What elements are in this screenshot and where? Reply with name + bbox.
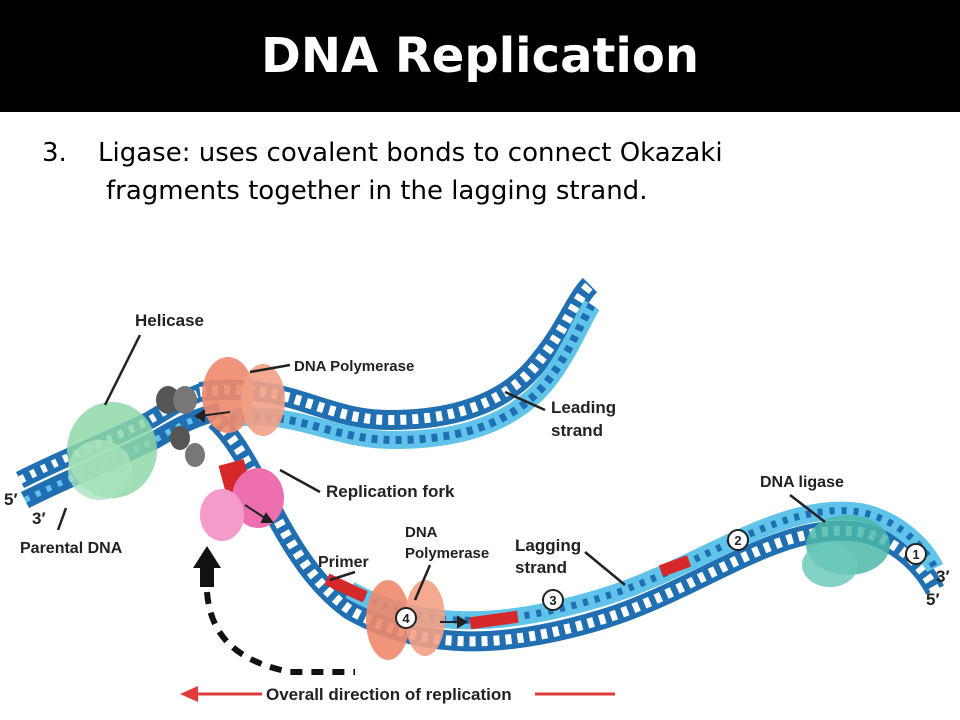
label-primer: Primer <box>318 554 369 571</box>
label-dna-ligase: DNA ligase <box>760 474 844 491</box>
point-line-2: fragments together in the lagging strand… <box>106 176 648 206</box>
overall-direction-arrow <box>180 686 615 702</box>
label-dna-polymerase-low-1: DNA <box>405 524 438 541</box>
fork-direction-arrow <box>193 546 355 675</box>
slide-title: DNA Replication <box>260 28 700 84</box>
fragment-3-number: 3 <box>549 593 556 608</box>
label-5-prime-right: 5′ <box>926 590 940 609</box>
fragment-markers: 4 3 2 1 <box>395 529 927 629</box>
fragment-4-number: 4 <box>402 611 410 626</box>
leader-lines <box>56 334 826 601</box>
label-dna-polymerase-low-2: Polymerase <box>405 545 489 562</box>
replication-fork-protein <box>200 468 284 541</box>
bullet-point: 3. Ligase: uses covalent bonds to connect… <box>42 134 922 210</box>
label-overall-direction: Overall direction of replication <box>266 685 512 704</box>
helicase-protein <box>67 386 205 500</box>
dna-ligase-protein <box>802 515 890 587</box>
label-leading-strand-1: Leading <box>551 398 616 417</box>
label-dna-polymerase-top: DNA Polymerase <box>294 358 414 375</box>
title-bar <box>0 0 960 112</box>
point-line-1: Ligase: uses covalent bonds to connect O… <box>98 138 723 168</box>
label-lagging-strand-1: Lagging <box>515 536 581 555</box>
label-replication-fork: Replication fork <box>326 482 455 501</box>
label-helicase: Helicase <box>135 311 204 330</box>
primer-segment <box>469 610 519 630</box>
label-parental-dna: Parental DNA <box>20 540 123 557</box>
primer-segment <box>658 555 692 577</box>
label-5-prime-left: 5′ <box>4 490 18 509</box>
label-leading-strand-2: strand <box>551 421 603 440</box>
fragment-1-number: 1 <box>912 547 919 562</box>
label-3-prime-right: 3′ <box>936 567 950 586</box>
label-3-prime-left: 3′ <box>32 509 46 528</box>
dna-polymerase-low <box>366 580 445 660</box>
strand-arrows <box>194 409 468 629</box>
point-number: 3. <box>42 138 67 168</box>
label-lagging-strand-2: strand <box>515 558 567 577</box>
primer-segment <box>324 573 368 603</box>
fragment-2-number: 2 <box>734 533 741 548</box>
leading-strand <box>198 277 600 450</box>
